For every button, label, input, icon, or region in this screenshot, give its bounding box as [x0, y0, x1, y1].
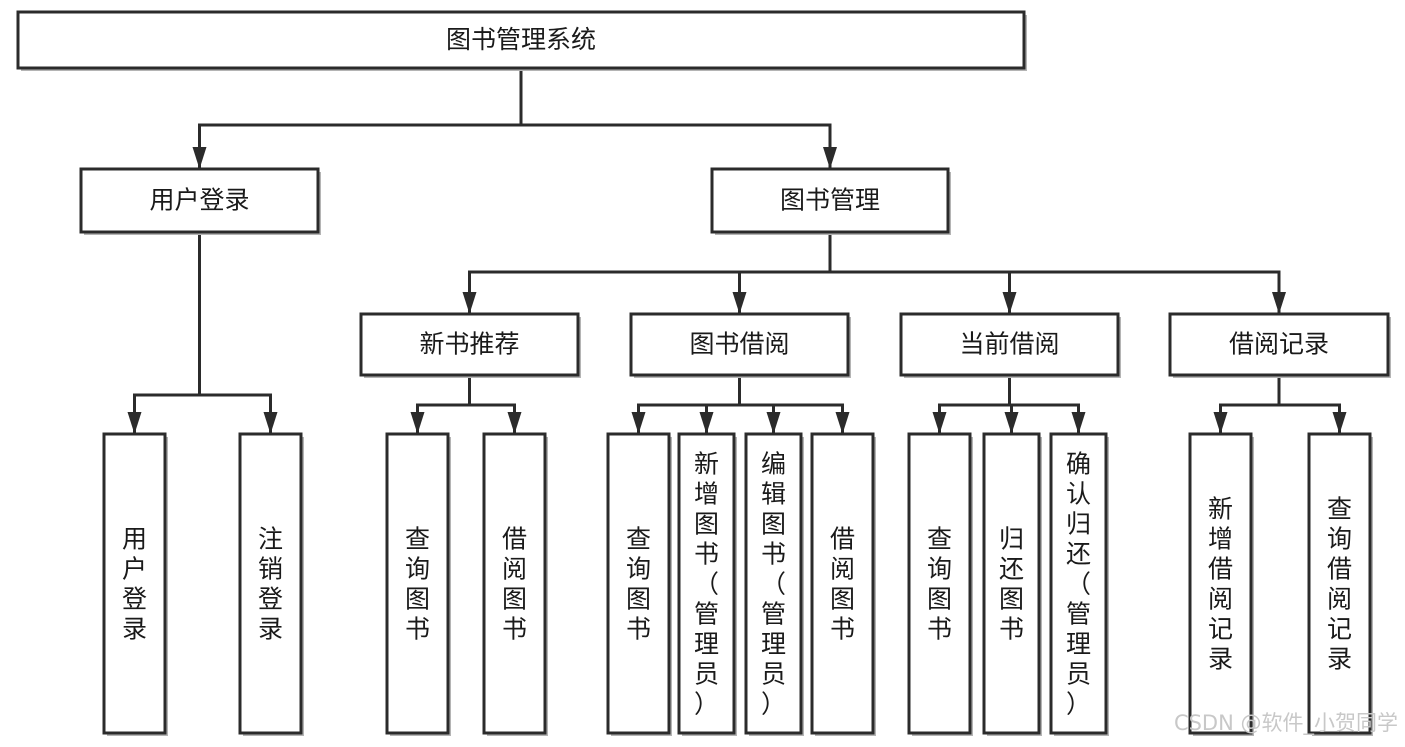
- arrow-head-icon: [192, 147, 207, 169]
- node-label: 查询图书: [626, 525, 651, 644]
- node-new-book-recommend[interactable]: 新书推荐: [359, 312, 581, 378]
- node-layer: 图书管理系统用户登录图书管理新书推荐图书借阅当前借阅借阅记录用户登录注销登录查询…: [16, 10, 1391, 736]
- node-box[interactable]: [238, 432, 303, 735]
- arrow-head-icon: [127, 412, 142, 434]
- node-label: 查询图书: [927, 525, 952, 644]
- node-box[interactable]: [677, 432, 736, 735]
- arrow-head-icon: [1272, 292, 1286, 314]
- node-box[interactable]: [359, 312, 580, 377]
- node-label: 查询借阅记录: [1327, 495, 1352, 674]
- node-box[interactable]: [810, 432, 875, 735]
- node-label: 归还图书: [999, 525, 1024, 644]
- node-box[interactable]: [385, 432, 450, 735]
- arrow-head-icon: [1002, 292, 1017, 314]
- node-label: 借阅图书: [502, 525, 527, 644]
- node-label: 用户登录: [149, 186, 249, 215]
- node-leaf-borrow-book-rec[interactable]: 借阅图书: [482, 432, 548, 736]
- arrow-head-icon: [462, 292, 477, 314]
- node-box[interactable]: [629, 312, 850, 377]
- node-box[interactable]: [744, 432, 803, 735]
- node-label: 当前借阅: [959, 330, 1059, 359]
- node-label: 借阅记录: [1229, 330, 1329, 359]
- csdn-watermark: CSDN @软件_小贺同学: [1174, 711, 1398, 736]
- node-box[interactable]: [899, 312, 1120, 377]
- arrow-head-icon: [835, 412, 850, 434]
- node-leaf-query-book-cur[interactable]: 查询图书: [907, 432, 973, 736]
- arrow-head-icon: [263, 412, 278, 434]
- node-book-borrow[interactable]: 图书借阅: [629, 312, 851, 378]
- arrow-head-icon: [1332, 412, 1347, 434]
- node-box[interactable]: [1188, 432, 1253, 735]
- node-label: 用户登录: [122, 525, 147, 644]
- node-label: 注销登录: [258, 525, 283, 644]
- arrow-head-icon: [699, 412, 714, 434]
- arrow-head-icon: [823, 147, 837, 169]
- node-user-login[interactable]: 用户登录: [79, 167, 321, 235]
- node-leaf-add-record[interactable]: 新增借阅记录: [1188, 432, 1254, 736]
- arrow-head-icon: [1004, 412, 1019, 434]
- node-box[interactable]: [482, 432, 547, 735]
- arrow-head-icon: [932, 412, 947, 434]
- arrow-head-icon: [410, 412, 425, 434]
- node-current-borrow[interactable]: 当前借阅: [899, 312, 1121, 378]
- node-box[interactable]: [907, 432, 972, 735]
- node-box[interactable]: [16, 10, 1026, 70]
- node-leaf-query-book-rec[interactable]: 查询图书: [385, 432, 451, 736]
- watermark-layer: CSDN @软件_小贺同学: [1174, 711, 1398, 736]
- arrow-head-icon: [631, 412, 646, 434]
- node-box[interactable]: [1049, 432, 1108, 735]
- node-box[interactable]: [1168, 312, 1390, 377]
- node-label: 图书借阅: [689, 330, 789, 359]
- node-label: 查询图书: [405, 525, 430, 644]
- node-label: 编辑图书（管理员）: [761, 450, 786, 719]
- node-label: 借阅图书: [830, 525, 855, 644]
- node-label: 新增借阅记录: [1208, 495, 1233, 674]
- node-leaf-user-login[interactable]: 用户登录: [102, 432, 168, 736]
- node-box[interactable]: [1307, 432, 1372, 735]
- node-leaf-edit-book[interactable]: 编辑图书（管理员）: [744, 432, 804, 736]
- connector-layer: [127, 66, 1347, 436]
- node-leaf-query-book-bor[interactable]: 查询图书: [606, 432, 672, 736]
- node-label: 图书管理系统: [446, 25, 596, 54]
- arrow-head-icon: [766, 412, 781, 434]
- node-leaf-return-book[interactable]: 归还图书: [982, 432, 1042, 736]
- arrow-head-icon: [732, 292, 747, 314]
- node-label: 新增图书（管理员）: [694, 450, 719, 719]
- node-leaf-borrow-book-bor[interactable]: 借阅图书: [810, 432, 876, 736]
- node-box[interactable]: [79, 167, 320, 234]
- node-label: 确认归还（管理员）: [1066, 450, 1091, 719]
- node-borrow-record[interactable]: 借阅记录: [1168, 312, 1391, 378]
- node-leaf-query-record[interactable]: 查询借阅记录: [1307, 432, 1373, 736]
- node-book-manage[interactable]: 图书管理: [710, 167, 951, 235]
- arrow-head-icon: [1213, 412, 1228, 434]
- node-box[interactable]: [982, 432, 1041, 735]
- node-leaf-logout[interactable]: 注销登录: [238, 432, 304, 736]
- node-box[interactable]: [710, 167, 950, 234]
- arrow-head-icon: [1071, 412, 1086, 434]
- node-root[interactable]: 图书管理系统: [16, 10, 1027, 71]
- node-label: 新书推荐: [419, 330, 519, 359]
- node-box[interactable]: [102, 432, 167, 735]
- node-box[interactable]: [606, 432, 671, 735]
- node-leaf-add-book[interactable]: 新增图书（管理员）: [677, 432, 737, 736]
- node-leaf-confirm-return[interactable]: 确认归还（管理员）: [1049, 432, 1109, 736]
- arrow-head-icon: [507, 412, 522, 434]
- node-label: 图书管理: [780, 186, 880, 215]
